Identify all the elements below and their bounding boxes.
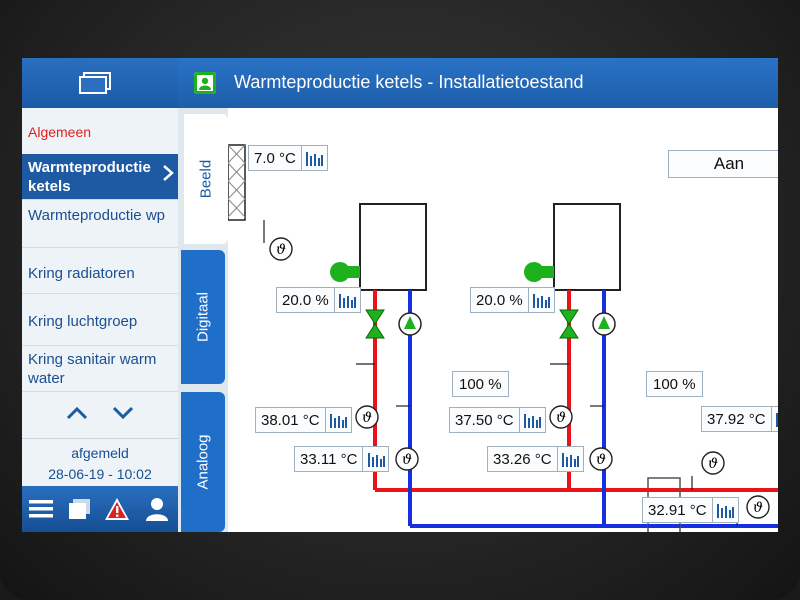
boiler-1-burner bbox=[330, 262, 350, 282]
header-supply-temp-readout[interactable]: 37.92 °C bbox=[701, 406, 778, 432]
trend-chart-icon[interactable] bbox=[362, 447, 388, 471]
boiler-1 bbox=[359, 203, 427, 291]
header-supply-temp-value: 37.92 °C bbox=[707, 410, 766, 428]
user-icon[interactable] bbox=[144, 496, 170, 522]
boiler-1-modulation-readout[interactable]: 20.0 % bbox=[276, 287, 361, 313]
boiler-2-pump-value: 100 % bbox=[653, 375, 696, 393]
thermometer-icon[interactable]: ϑ bbox=[745, 494, 771, 520]
login-status-text: afgemeld bbox=[71, 445, 129, 461]
trend-chart-icon[interactable] bbox=[556, 447, 583, 471]
boiler-2-return-temp-readout[interactable]: 33.26 °C bbox=[487, 446, 584, 472]
trend-chart-icon[interactable] bbox=[770, 407, 778, 431]
outdoor-temp-value: 7.0 °C bbox=[254, 149, 296, 167]
tab-label: Digitaal bbox=[194, 291, 212, 343]
svg-text:ϑ: ϑ bbox=[753, 500, 763, 516]
boiler-1-valve bbox=[365, 309, 385, 339]
chevron-right-icon bbox=[163, 165, 174, 181]
view-tabs: Beeld Digitaal Analoog bbox=[178, 58, 228, 532]
nav-category-general[interactable]: Algemeen bbox=[28, 124, 92, 140]
nav-item-label: Warmteproductie wp bbox=[28, 207, 165, 224]
svg-text:ϑ: ϑ bbox=[276, 242, 286, 258]
hmi-screen: Algemeen Warmteproductie ketels Warmtepr… bbox=[22, 58, 778, 532]
boiler-1-pump bbox=[398, 312, 422, 336]
boiler-1-pump-value: 100 % bbox=[459, 375, 502, 393]
boiler-2-supply-temp-value: 37.50 °C bbox=[455, 411, 514, 429]
page-header: Warmteproductie ketels - Installatietoes… bbox=[178, 58, 778, 108]
thermometer-icon[interactable]: ϑ bbox=[700, 450, 726, 476]
outdoor-sensor-hatch bbox=[228, 144, 246, 218]
outdoor-temp-readout[interactable]: 7.0 °C bbox=[248, 145, 328, 171]
svg-text:ϑ: ϑ bbox=[556, 410, 566, 426]
nav-item-heatpump[interactable]: Warmteproductie wp bbox=[22, 202, 178, 248]
windows-icon[interactable] bbox=[66, 496, 92, 522]
tab-beeld[interactable]: Beeld bbox=[184, 114, 228, 244]
installation-diagram: ϑ ϑ ϑ ϑ ϑ ϑ ϑ Aan 7.0 °C 20.0 % 20.0 % 1… bbox=[228, 108, 778, 532]
nav-item-boilers[interactable]: Warmteproductie ketels bbox=[22, 154, 178, 200]
login-status: afgemeld 28-06-19 - 10:02 bbox=[22, 438, 178, 485]
page-user-icon bbox=[194, 72, 216, 94]
nav-item-hot-water[interactable]: Kring sanitair warm water bbox=[22, 346, 178, 392]
left-panel-top bbox=[22, 58, 178, 108]
page-title: Warmteproductie ketels - Installatietoes… bbox=[234, 72, 584, 92]
boiler-2-modulation-value: 20.0 % bbox=[476, 291, 523, 309]
boiler-1-supply-temp-value: 38.01 °C bbox=[261, 411, 320, 429]
windows-icon[interactable] bbox=[78, 72, 112, 94]
boiler-1-pump-readout[interactable]: 100 % bbox=[452, 371, 509, 397]
tab-label: Beeld bbox=[197, 159, 215, 199]
thermometer-icon[interactable]: ϑ bbox=[588, 446, 614, 472]
boiler-2-return-temp-value: 33.26 °C bbox=[493, 450, 552, 468]
boiler-1-return-temp-readout[interactable]: 33.11 °C bbox=[294, 446, 390, 472]
boiler-2-pump bbox=[592, 312, 616, 336]
chevron-down-icon[interactable] bbox=[112, 406, 134, 420]
tab-digitaal[interactable]: Digitaal bbox=[181, 250, 225, 384]
thermometer-icon[interactable]: ϑ bbox=[268, 236, 294, 262]
alarm-warning-icon[interactable] bbox=[104, 496, 130, 522]
tab-analoog[interactable]: Analoog bbox=[181, 392, 225, 532]
outdoor-sensor-housing bbox=[228, 144, 246, 221]
boiler-1-return-temp-value: 33.11 °C bbox=[300, 450, 358, 468]
left-panel: Algemeen Warmteproductie ketels Warmtepr… bbox=[22, 58, 178, 532]
thermometer-icon[interactable]: ϑ bbox=[548, 404, 574, 430]
boiler-2-supply-temp-readout[interactable]: 37.50 °C bbox=[449, 407, 546, 433]
svg-text:ϑ: ϑ bbox=[708, 456, 718, 472]
thermometer-icon[interactable]: ϑ bbox=[354, 404, 380, 430]
boiler-1-supply-temp-readout[interactable]: 38.01 °C bbox=[255, 407, 352, 433]
nav-item-label: Kring radiatoren bbox=[28, 265, 135, 282]
nav-item-radiators[interactable]: Kring radiatoren bbox=[22, 254, 178, 294]
trend-chart-icon[interactable] bbox=[300, 146, 327, 170]
header-return-temp-value: 32.91 °C bbox=[648, 501, 707, 519]
chevron-up-icon[interactable] bbox=[66, 406, 88, 420]
nav-item-label: Kring sanitair warm water bbox=[28, 351, 157, 387]
boiler-2-burner bbox=[524, 262, 544, 282]
piping-diagram bbox=[228, 144, 778, 532]
nav-item-air-group[interactable]: Kring luchtgroep bbox=[22, 300, 178, 346]
thermometer-icon[interactable]: ϑ bbox=[394, 446, 420, 472]
status-datetime: 28-06-19 - 10:02 bbox=[48, 466, 152, 482]
header-return-temp-readout[interactable]: 32.91 °C bbox=[642, 497, 739, 523]
bottom-toolbar bbox=[22, 486, 178, 532]
trend-chart-icon[interactable] bbox=[333, 288, 360, 312]
menu-icon[interactable] bbox=[28, 496, 54, 522]
nav-item-label: Warmteproductie ketels bbox=[28, 159, 151, 195]
boiler-2-valve bbox=[559, 309, 579, 339]
boiler-2-pump-readout[interactable]: 100 % bbox=[646, 371, 703, 397]
boiler-1-modulation-value: 20.0 % bbox=[282, 291, 329, 309]
nav-scroll bbox=[22, 394, 178, 434]
nav-item-label: Kring luchtgroep bbox=[28, 313, 138, 330]
svg-text:ϑ: ϑ bbox=[362, 410, 372, 426]
trend-chart-icon[interactable] bbox=[527, 288, 554, 312]
trend-chart-icon[interactable] bbox=[711, 498, 738, 522]
installation-status[interactable]: Aan bbox=[668, 150, 778, 178]
boiler-2 bbox=[553, 203, 621, 291]
trend-chart-icon[interactable] bbox=[518, 408, 545, 432]
boiler-2-modulation-readout[interactable]: 20.0 % bbox=[470, 287, 555, 313]
tab-label: Analoog bbox=[194, 434, 212, 490]
svg-text:ϑ: ϑ bbox=[402, 452, 412, 468]
svg-text:ϑ: ϑ bbox=[596, 452, 606, 468]
trend-chart-icon[interactable] bbox=[324, 408, 351, 432]
